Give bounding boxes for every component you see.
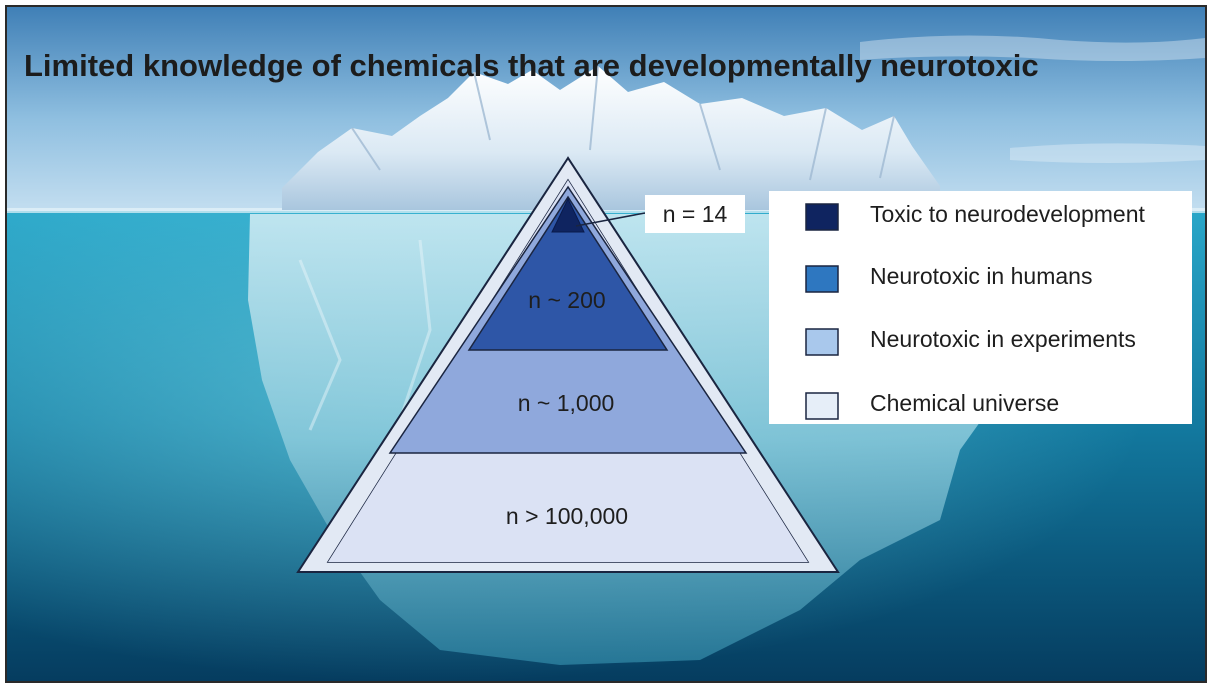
legend-box [769, 191, 1192, 424]
tier-third-label: n ~ 1,000 [518, 390, 615, 416]
callout-leader-line [575, 212, 646, 227]
legend: Toxic to neurodevelopment Neurotoxic in … [769, 191, 1192, 424]
legend-swatch-chemical-universe [805, 392, 839, 420]
waterline [6, 208, 1206, 213]
legend-label-neurotoxic-experiments: Neurotoxic in experiments [870, 326, 1136, 352]
legend-label-chemical-universe: Chemical universe [870, 390, 1059, 416]
legend-swatch-neurotoxic-humans [805, 265, 839, 293]
iceberg-ridges [351, 65, 895, 181]
legend-swatch-neurotoxic-experiments [805, 328, 839, 356]
cloud-band-lower [1010, 143, 1205, 163]
pyramid-chart: n > 100,000 n ~ 1,000 n ~ 200 n = 14 [296, 156, 840, 573]
callout-label: n = 14 [663, 201, 728, 227]
legend-label-toxic-neurodevelopment: Toxic to neurodevelopment [870, 201, 1145, 227]
tier-second [467, 195, 669, 351]
slide-border [5, 5, 1207, 683]
tier-top [551, 197, 585, 233]
cloud-band [860, 35, 1205, 61]
iceberg-above-water [282, 66, 940, 210]
legend-swatch-toxic-neurodevelopment [805, 203, 839, 231]
iceberg-below-texture [298, 239, 962, 431]
tier-bottom-label: n > 100,000 [506, 503, 628, 529]
tier-second-label: n ~ 200 [528, 287, 605, 313]
legend-label-neurotoxic-humans: Neurotoxic in humans [870, 263, 1092, 289]
callout-box [645, 195, 745, 233]
page-title: Limited knowledge of chemicals that are … [24, 48, 1039, 83]
